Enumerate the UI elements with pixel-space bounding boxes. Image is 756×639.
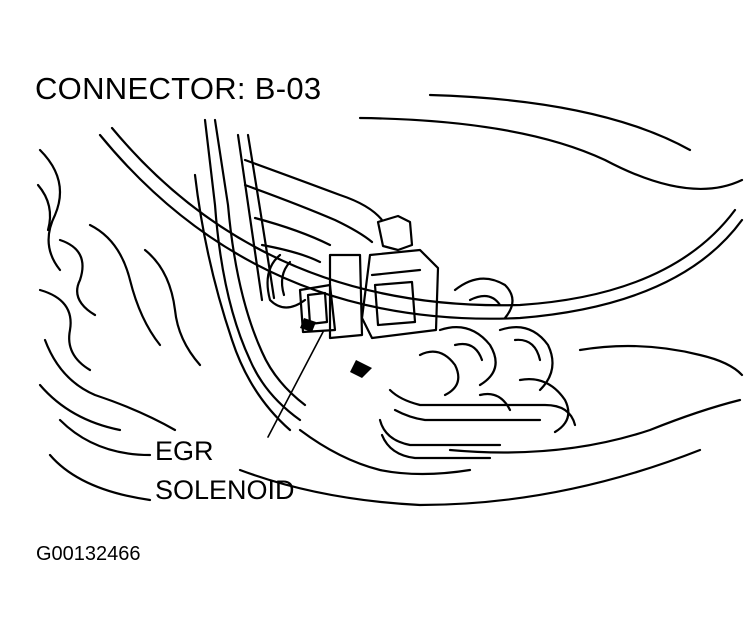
- figure-id: G00132466: [36, 543, 141, 565]
- egr-solenoid-assembly: [266, 214, 440, 378]
- callout-label-line-2: SOLENOID: [155, 475, 295, 505]
- callout-leader-line: [267, 331, 324, 438]
- lower-bracket: [238, 344, 744, 507]
- vertical-hoses: [193, 118, 307, 432]
- connector-title: CONNECTOR: B-03: [35, 71, 322, 106]
- engine-left-contours: [36, 148, 202, 502]
- callout-label-line-1: EGR: [155, 436, 214, 466]
- coiled-hoses: [418, 277, 570, 434]
- wire-harness-loop: [98, 93, 744, 320]
- vacuum-hose: [243, 158, 384, 264]
